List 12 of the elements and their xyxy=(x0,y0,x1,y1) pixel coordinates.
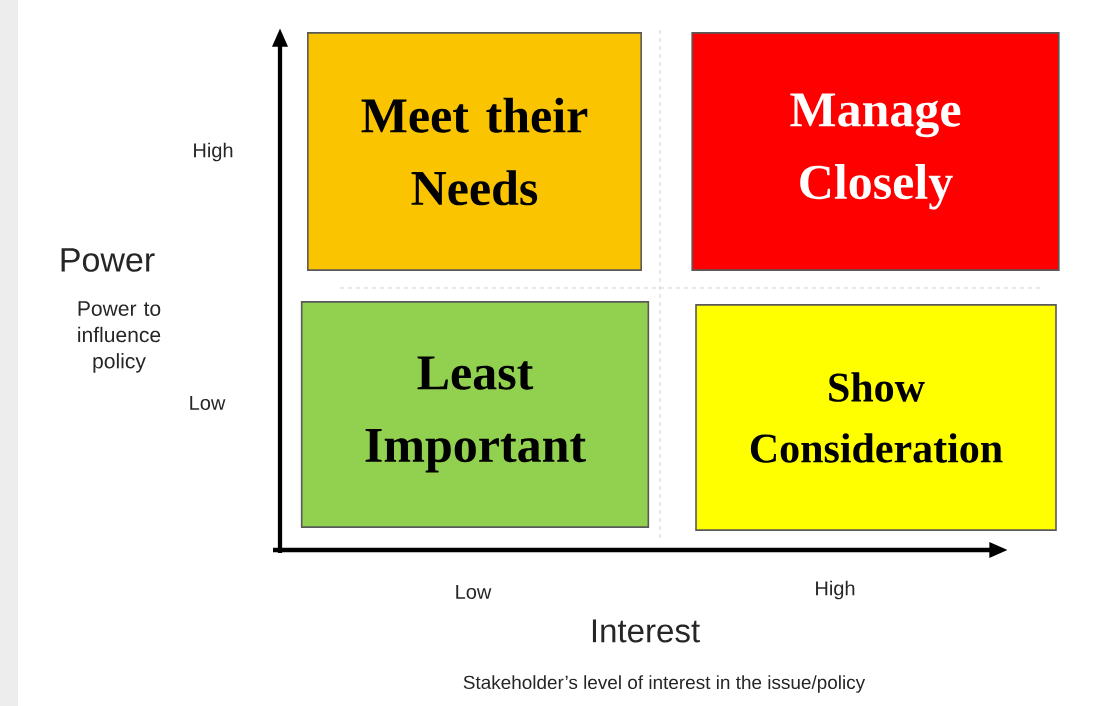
axis-label: Low xyxy=(190,396,226,410)
axis-label: Low xyxy=(456,585,492,599)
axis-label: Power to influence policy xyxy=(78,301,161,373)
quadrant-box: Least Important xyxy=(300,301,650,528)
axis-label: High xyxy=(816,580,855,600)
axis-label: Interest xyxy=(592,619,700,643)
quadrant-box: Manage Closely xyxy=(691,32,1060,271)
axis-label: High xyxy=(194,142,233,162)
quadrant-box: Meet their Needs xyxy=(307,32,642,271)
axis-label: Stakeholder’s level of interest in the issue/policy xyxy=(463,675,866,693)
quadrant-box: Show Consideration xyxy=(695,304,1057,531)
axis-label: Power xyxy=(61,248,155,272)
